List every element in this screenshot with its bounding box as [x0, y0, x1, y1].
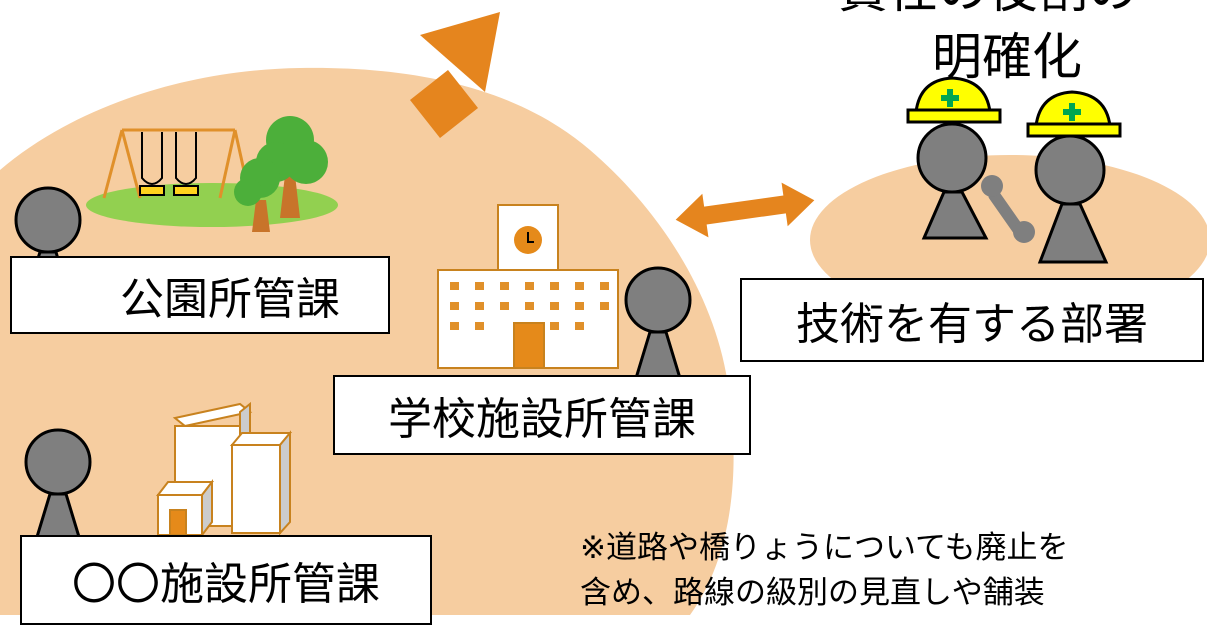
- tree-icon: [234, 116, 328, 232]
- school-building-icon: [437, 204, 619, 369]
- clock-icon: [514, 226, 542, 254]
- tech-department-label: 技術を有する部署: [740, 278, 1204, 362]
- wrench-icon: [981, 175, 1035, 243]
- header-line1: 責任の役割の: [838, 0, 1138, 20]
- tech-department-text: 技術を有する部署: [796, 299, 1148, 350]
- grass-icon: [86, 183, 338, 227]
- arrow-up-right-icon: [410, 12, 500, 138]
- park-department-label: 公園所管課: [10, 256, 390, 334]
- park-department-text: 公園所管課: [120, 274, 340, 325]
- buildings-icon: [155, 401, 293, 538]
- header-line2: 明確化: [932, 28, 1082, 86]
- school-department-label: 学校施設所管課: [333, 375, 751, 455]
- double-arrow-icon: [675, 182, 815, 238]
- other-facility-department-label: 〇〇施設所管課: [20, 535, 432, 625]
- helmet-icon: [906, 76, 1002, 124]
- footnote-line2: 含め、路線の級別の見直しや舗装: [580, 575, 1045, 611]
- footnote-line1: ※道路や橋りょうについても廃止を: [580, 530, 1069, 566]
- other-facility-department-text: 〇〇施設所管課: [72, 559, 380, 610]
- school-department-text: 学校施設所管課: [388, 394, 696, 445]
- person-icon: [916, 122, 989, 240]
- person-icon: [1034, 134, 1109, 264]
- helmet-icon: [1026, 90, 1122, 138]
